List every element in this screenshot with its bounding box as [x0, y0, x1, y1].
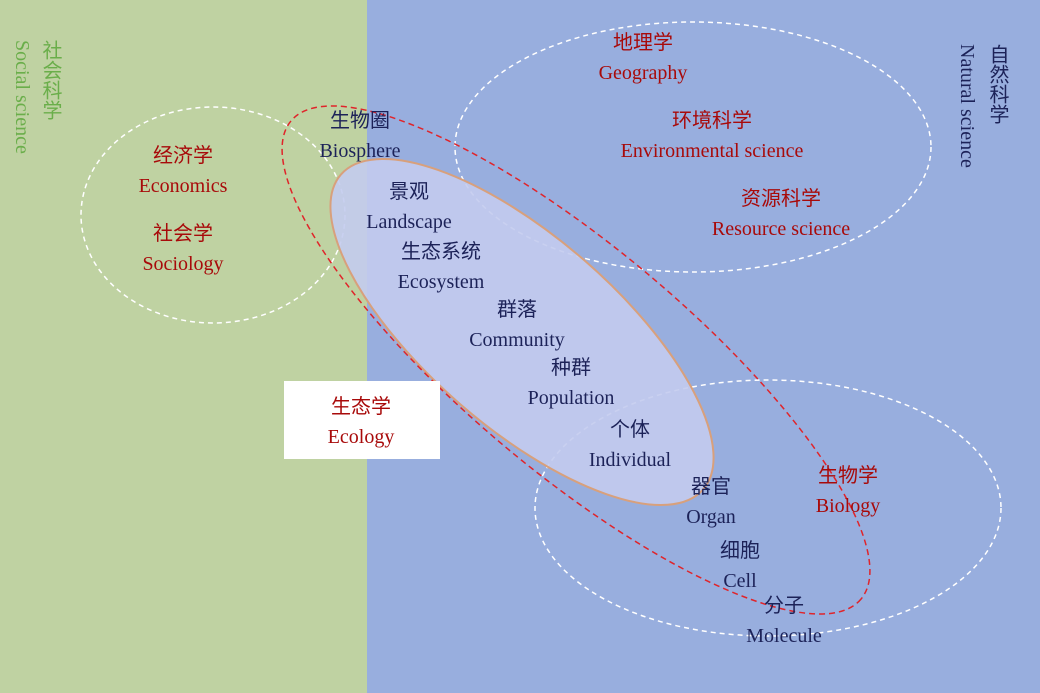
social-science-region — [0, 0, 367, 693]
social-fields-ellipse — [80, 106, 346, 324]
social-science-en: Social science — [11, 40, 33, 154]
natural-science-en: Natural science — [956, 44, 978, 168]
natural-fields-ellipse — [454, 21, 932, 273]
natural-science-zh: 自然科学 — [986, 44, 1008, 124]
ecology-core-ellipse — [329, 157, 715, 507]
biology-ellipse — [534, 379, 1002, 637]
social-science-zh: 社会科学 — [39, 40, 61, 120]
ecology-scope-ellipse — [281, 105, 871, 615]
ecology-label-box — [284, 381, 440, 459]
